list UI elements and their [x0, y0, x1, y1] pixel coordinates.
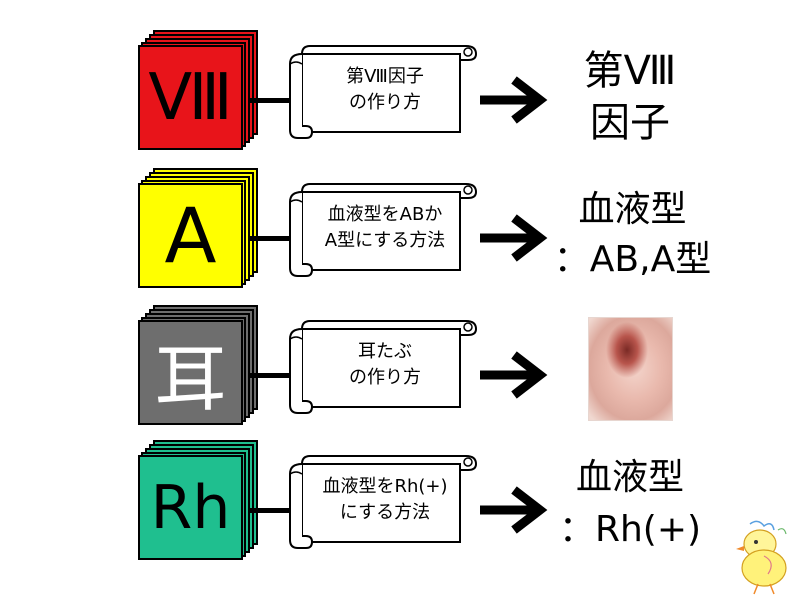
- block-stack-rh: Rh: [138, 440, 268, 560]
- right-arrow-icon: [480, 350, 550, 400]
- scroll-text: 耳たぶ の作り方: [310, 335, 460, 395]
- row-rh: Rh 血液型をRh(+) にする方法 血液型 ：Rh(+): [0, 440, 800, 570]
- scroll-viii: 第Ⅷ因子 の作り方: [280, 42, 480, 142]
- block-stack-a: A: [138, 168, 268, 288]
- block-label-viii: Ⅷ: [138, 45, 243, 150]
- scroll-text: 血液型をRh(+) にする方法: [310, 470, 460, 530]
- scroll-abo: 血液型をABか A型にする方法: [280, 180, 480, 280]
- row-ear: 耳 耳たぶ の作り方: [0, 305, 800, 435]
- result-abo: 血液型 ：AB,A型: [540, 185, 725, 285]
- block-label-ear: 耳: [138, 320, 243, 425]
- scroll-rh: 血液型をRh(+) にする方法: [280, 452, 480, 552]
- block-stack-viii: Ⅷ: [138, 30, 268, 150]
- block-stack-ear: 耳: [138, 305, 268, 425]
- result-rh: 血液型 ：Rh(+): [540, 452, 720, 556]
- row-abo: A 血液型をABか A型にする方法 血液型 ：AB,A型: [0, 168, 800, 298]
- ear-photo: [588, 317, 673, 421]
- scroll-ear: 耳たぶ の作り方: [280, 317, 480, 417]
- result-viii: 第Ⅷ 因子: [540, 45, 720, 149]
- scroll-text: 血液型をABか A型にする方法: [310, 198, 460, 258]
- scroll-text: 第Ⅷ因子 の作り方: [310, 60, 460, 120]
- block-label-rh: Rh: [138, 455, 243, 560]
- chick-drawing-icon: [728, 516, 798, 596]
- block-label-a: A: [138, 183, 243, 288]
- row-factor-viii: Ⅷ 第Ⅷ因子 の作り方 第Ⅷ 因子: [0, 30, 800, 160]
